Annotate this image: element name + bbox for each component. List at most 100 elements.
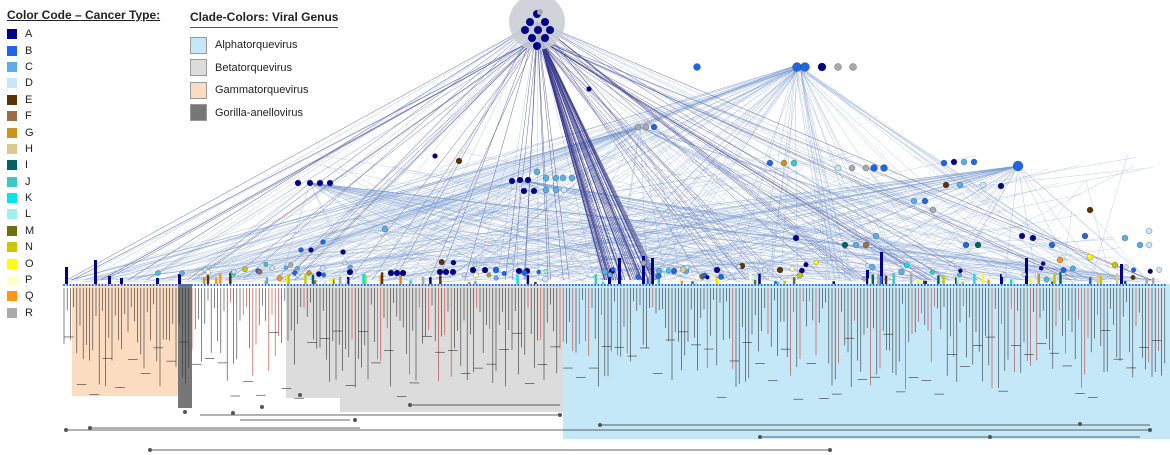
network-node: [834, 164, 842, 172]
leaf-marker: [661, 284, 664, 286]
legend-label: P: [25, 274, 33, 287]
leaf-marker: [1116, 284, 1118, 286]
cancer-legend-item: D: [7, 75, 34, 91]
leaf-marker: [607, 284, 609, 286]
leaf-marker: [104, 284, 107, 286]
leaf-marker: [428, 284, 430, 286]
leaf-marker: [1119, 284, 1121, 286]
leaf-marker: [1077, 284, 1080, 286]
network-edge: [536, 29, 645, 281]
network-edge: [732, 65, 796, 281]
network-node: [256, 268, 263, 275]
leaf-marker: [367, 284, 369, 286]
network-node: [974, 241, 982, 249]
leaf-marker: [293, 284, 296, 286]
leaf-marker: [533, 284, 536, 286]
leaf-marker: [1141, 284, 1144, 286]
network-edge: [1017, 165, 1148, 281]
network-node: [670, 267, 678, 275]
leaf-marker: [469, 284, 472, 286]
leaf-marker: [552, 284, 555, 286]
sample-bar: [311, 274, 315, 284]
legend-swatch: [7, 176, 17, 187]
network-edge: [536, 21, 1083, 281]
network-edge: [1017, 165, 1150, 281]
network-edge: [391, 165, 858, 283]
network-node: [449, 268, 457, 276]
network-node: [179, 270, 185, 276]
leaf-marker: [194, 284, 196, 286]
leaf-marker: [978, 284, 980, 286]
leaf-marker: [271, 284, 273, 286]
network-node: [1156, 267, 1163, 273]
leaf-marker: [1154, 284, 1156, 286]
sample-bar: [657, 275, 661, 284]
leaf-marker: [642, 284, 644, 286]
leaf-marker: [604, 284, 606, 286]
cancer-legend-item: N: [7, 239, 34, 255]
leaf-marker: [1096, 284, 1099, 286]
leaf-marker: [524, 284, 526, 286]
leaf-marker: [1020, 284, 1022, 286]
network-edge: [1086, 207, 1148, 283]
network-node: [1070, 265, 1076, 272]
network-edge: [799, 66, 896, 281]
clade-swatch: [190, 59, 207, 77]
legend-label: R: [25, 306, 33, 319]
sample-bar: [285, 275, 289, 284]
leaf-marker: [965, 284, 968, 286]
network-node: [1123, 264, 1129, 270]
leaf-marker: [860, 284, 862, 286]
network-edge: [330, 21, 538, 281]
network-node: [506, 257, 514, 265]
network-edge: [794, 65, 1032, 281]
leaf-marker: [284, 284, 286, 286]
network-node: [693, 63, 701, 71]
network-edge: [536, 37, 747, 281]
sample-bar: [120, 278, 123, 284]
legend-label: F: [25, 110, 32, 123]
leaf-marker: [818, 284, 820, 286]
network-edge: [639, 126, 816, 281]
leaf-marker: [876, 284, 878, 286]
legend-label: E: [25, 93, 33, 106]
network-edge: [570, 238, 758, 283]
network-node: [865, 263, 870, 269]
leaf-marker: [824, 284, 827, 286]
network-node: [1029, 234, 1037, 242]
leaf-marker: [668, 284, 670, 286]
leaf-marker: [1080, 284, 1083, 286]
network-edge: [552, 219, 584, 283]
leaf-marker: [594, 284, 596, 286]
leaf-marker: [1100, 284, 1102, 286]
legend-swatch: [7, 193, 17, 204]
leaf-marker: [847, 284, 849, 286]
leaf-marker: [1045, 284, 1048, 286]
leaf-marker: [255, 284, 257, 286]
network-edge: [633, 65, 796, 281]
network-node: [921, 197, 929, 205]
network-edge: [1004, 165, 1019, 281]
network-node: [472, 272, 479, 279]
leaf-marker: [898, 284, 900, 286]
network-edges: [66, 21, 1162, 283]
legend-label: D: [25, 77, 33, 90]
leaf-marker: [482, 284, 484, 286]
network-edge: [330, 254, 363, 283]
leaf-marker: [1064, 284, 1067, 286]
legend-label: B: [25, 44, 33, 57]
network-edge: [85, 174, 712, 283]
leaf-marker: [556, 284, 558, 286]
network-edge: [536, 37, 1144, 281]
leaf-marker: [760, 284, 763, 286]
network-edge: [83, 126, 641, 281]
leaf-marker: [1016, 284, 1019, 286]
leaf-marker: [175, 284, 177, 286]
sample-bar: [866, 270, 869, 284]
leaf-marker: [632, 284, 635, 286]
network-node: [450, 259, 457, 266]
leaf-marker: [639, 284, 641, 286]
clade-swatch: [190, 81, 207, 99]
network-edge: [771, 225, 774, 283]
network-nodes: [155, 0, 1163, 283]
